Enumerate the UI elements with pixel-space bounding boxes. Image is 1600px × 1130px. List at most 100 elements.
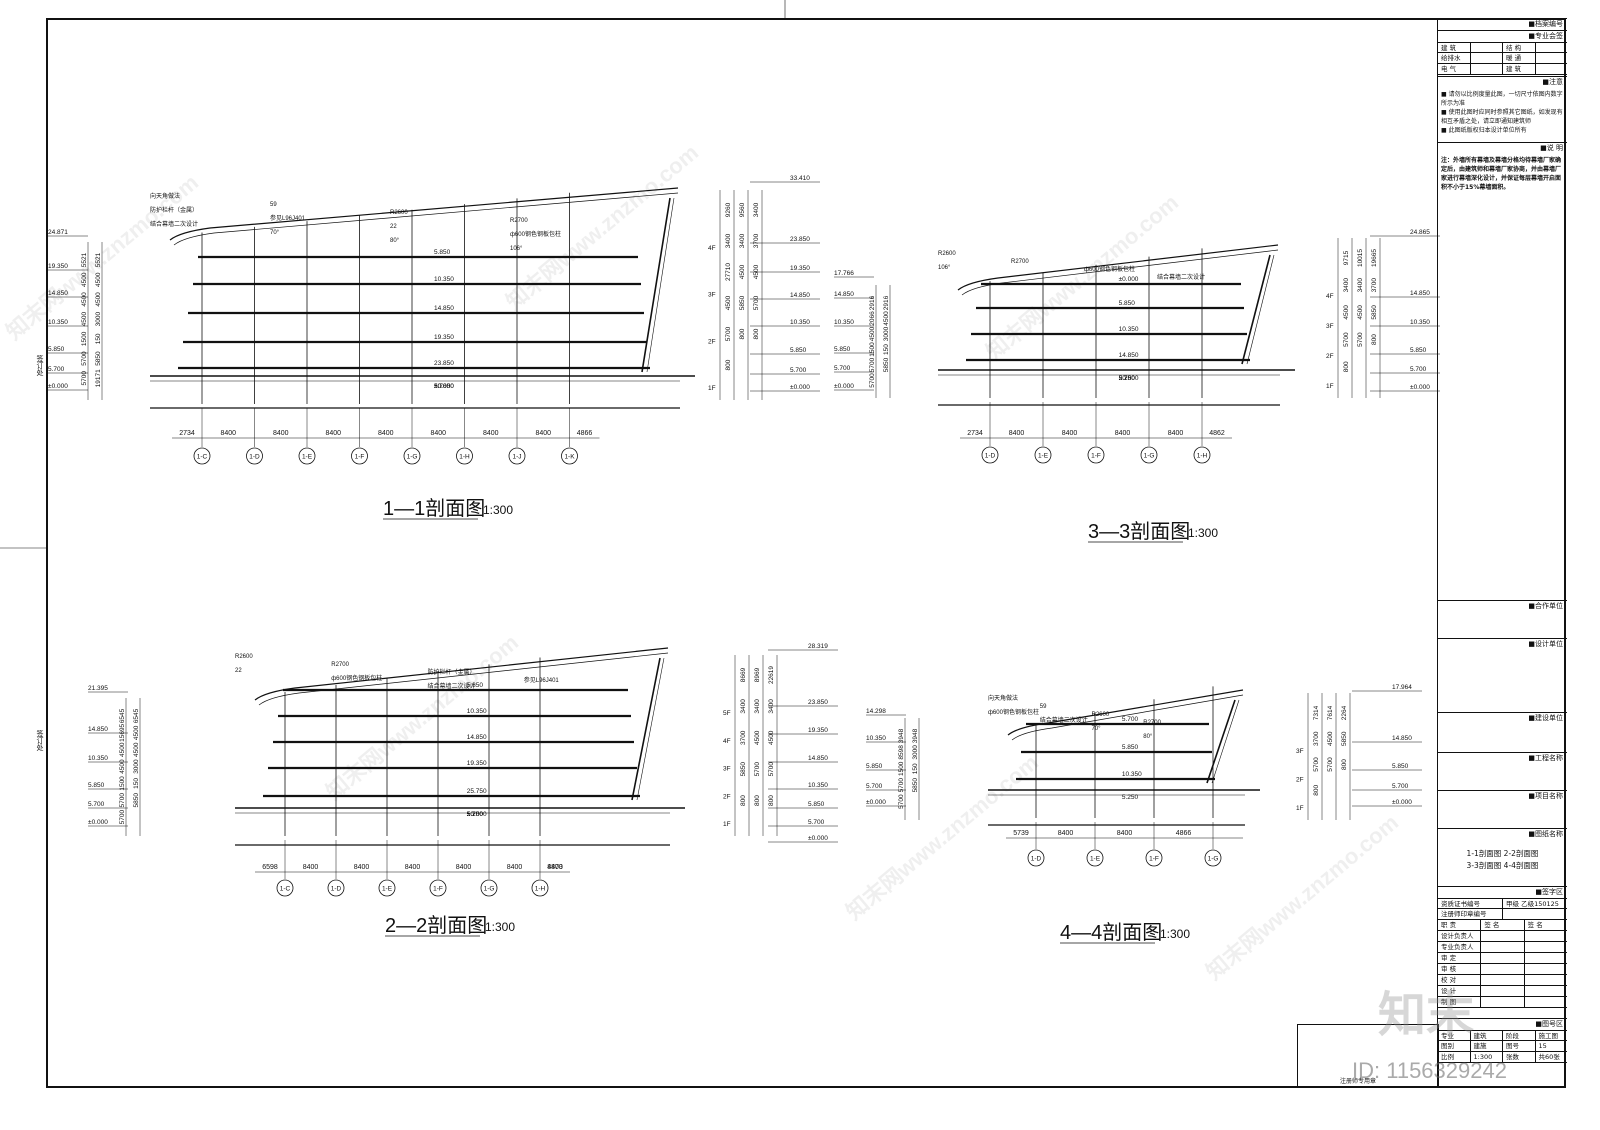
elevation-mark: 5.850	[1392, 763, 1409, 770]
vertical-dimension: 5700	[119, 793, 126, 808]
vertical-dimension: 4500	[1343, 305, 1350, 320]
annotation: 参见L96J401	[524, 676, 560, 684]
vertical-dimension: 4500	[1327, 731, 1334, 746]
span-dimension: 8400	[325, 430, 341, 437]
explain-head: ■说 明	[1540, 144, 1563, 152]
vertical-dimension: 2264	[1341, 705, 1348, 720]
floor-label: 4F	[1326, 293, 1334, 300]
section-scale: 1:300	[1160, 927, 1190, 941]
vertical-dimension: 4500	[753, 264, 760, 279]
annotation: 向天角做法	[988, 694, 1018, 702]
client-unit: ■建设单位	[1528, 714, 1563, 722]
vertical-dimension: 3000	[912, 745, 919, 760]
span-dimension: 8400	[1062, 430, 1078, 437]
interior-level: 14.850	[467, 734, 487, 741]
roof-canopy	[258, 652, 669, 706]
vertical-dimension: 2066	[869, 311, 876, 326]
vertical-dimension: 4500	[1357, 305, 1364, 320]
no-cell: 建施	[1471, 1041, 1503, 1051]
elevation-mark: 19.350	[808, 727, 828, 734]
vertical-dimension: 2916	[869, 295, 876, 310]
axis-label: 1-D	[985, 453, 996, 460]
elevation-mark: 14.298	[866, 708, 886, 715]
vertical-dimension: 800	[1341, 759, 1348, 770]
interior-level: 5.850	[1119, 300, 1136, 307]
elevation-mark: 5.850	[48, 346, 65, 353]
vertical-dimension: 4500	[119, 759, 126, 774]
span-dimension: 2734	[967, 430, 983, 437]
elevation-mark: 5.700	[1410, 366, 1427, 373]
annotation: 59	[270, 202, 277, 208]
section-scale: 1:300	[485, 920, 515, 934]
note-item: ■ 请勿以比例度量此图，一切尺寸依图内数字所示为准	[1441, 91, 1563, 107]
vertical-dimension: 5850	[740, 762, 747, 777]
vertical-dimension: 4500	[81, 272, 88, 287]
curtain-wall	[1206, 699, 1236, 784]
vertical-dimension: 8669	[740, 667, 747, 682]
vertical-dimension: 1500	[898, 761, 905, 776]
roof-canopy	[254, 647, 669, 701]
axis-bubble	[561, 447, 578, 465]
vertical-dimension: 5700	[869, 357, 876, 372]
vertical-dimension: 19171	[95, 369, 102, 387]
axis-bubble	[981, 446, 999, 464]
elevation-mark: 5.700	[808, 819, 825, 826]
brand-logo: 知末	[1378, 989, 1475, 1042]
annotation: 结合幕墙二次设计	[1040, 716, 1088, 724]
interior-level: 14.850	[434, 305, 454, 312]
no-cell: 阶段	[1503, 1031, 1536, 1040]
item-name: ■项目名称	[1528, 792, 1563, 800]
span-dimension: 2734	[179, 430, 195, 437]
vertical-dimension: 1500	[81, 331, 88, 346]
archive-no: ■档案编号	[1528, 20, 1563, 28]
span-dimension: 8400	[1117, 830, 1133, 837]
no-cell: 1:300	[1471, 1052, 1503, 1062]
interior-level: 5.850	[1122, 744, 1139, 751]
axis-bubble	[193, 447, 211, 465]
axis-label: 1-G	[407, 454, 418, 461]
elevation-mark: ±0.000	[866, 799, 886, 806]
no-cell: 图别	[1438, 1041, 1471, 1051]
vertical-dimension: 3400	[739, 233, 746, 248]
stamp-label: 注册师专用章	[1340, 1079, 1377, 1085]
interior-level: ±0.000	[434, 383, 454, 390]
discipline-cell: 电 气	[1438, 64, 1471, 74]
curtain-wall	[636, 657, 665, 801]
vertical-dimension: 4500	[768, 730, 775, 745]
annotation: 70°	[1092, 726, 1102, 732]
elevation-mark: 10.350	[866, 735, 886, 742]
elevation-mark: 10.350	[834, 319, 854, 326]
annotation: R2600	[235, 654, 253, 660]
elevation-mark: 24.871	[48, 229, 68, 236]
section-title: 3—3剖面图	[1088, 520, 1190, 543]
binding-label: 签订处	[36, 730, 43, 751]
elevation-mark: 17.964	[1392, 684, 1412, 691]
floor-label: 3F	[708, 292, 716, 299]
notes-block: ■ 请勿以比例度量此图，一切尺寸依图内数字所示为准 ■ 使用此图时应同时参照其它…	[1438, 88, 1567, 140]
span-dimension: 8400	[273, 430, 289, 437]
discipline-grid: 建 筑 结 构 给排水 暖 通 电 气 建 筑	[1438, 42, 1567, 75]
vertical-dimension: 10015	[1357, 249, 1364, 267]
vertical-dimension: 800	[1343, 361, 1350, 372]
role-label: 审 定	[1438, 953, 1482, 963]
coop-unit: ■合作单位	[1528, 602, 1563, 610]
sign-col: 签 名	[1481, 920, 1525, 930]
discipline-cell: 建 筑	[1503, 64, 1536, 74]
roof-canopy	[169, 187, 679, 241]
discipline-cell: 建 筑	[1438, 43, 1471, 52]
vertical-dimension: 3000	[95, 312, 102, 327]
role-label: 设计负责人	[1438, 931, 1482, 941]
vertical-dimension: 7614	[1327, 705, 1334, 720]
roof-canopy	[1011, 694, 1244, 741]
annotation: ф600钢色钢板包柱	[988, 708, 1039, 716]
vertical-dimension: 800	[754, 795, 761, 806]
axis-label: 1-H	[1197, 453, 1208, 460]
axis-bubble	[1145, 849, 1163, 867]
vertical-dimension: 3000	[883, 326, 890, 341]
vertical-dimension: 6545	[133, 708, 140, 723]
axis-label: 1-G	[1144, 453, 1155, 460]
annotation: 80°	[390, 238, 400, 244]
elevation-mark: ±0.000	[1410, 384, 1430, 391]
